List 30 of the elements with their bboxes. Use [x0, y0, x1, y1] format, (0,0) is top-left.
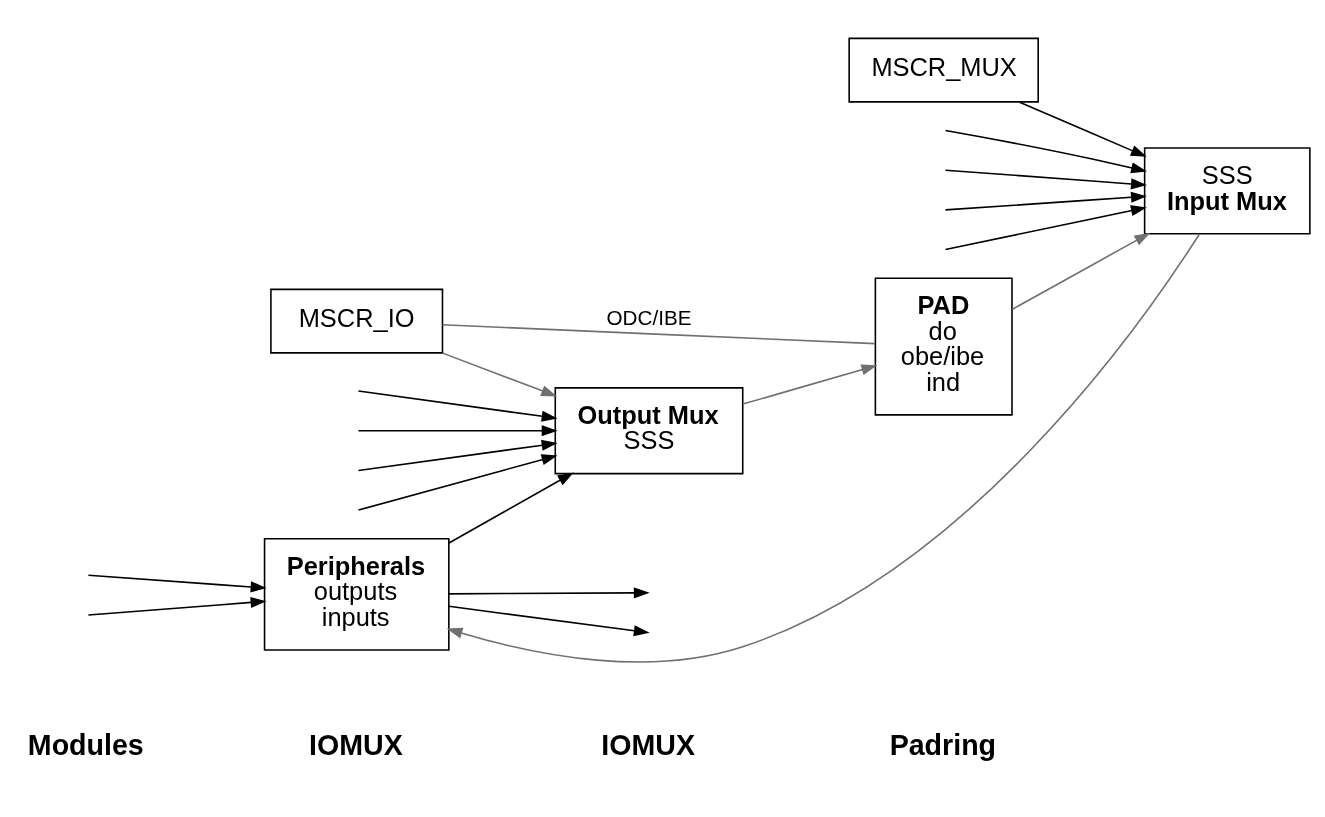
node-box: Output Mux SSS: [554, 387, 744, 475]
arrow: [944, 169, 1147, 190]
label: IOMUX: [309, 729, 403, 762]
arrow: [944, 191, 1147, 211]
node-box: MSCR_IO: [270, 288, 444, 354]
arrow: [357, 425, 558, 437]
node-box: Peripherals outputs inputs: [263, 537, 450, 651]
edge-label: ODC/IBE: [606, 305, 692, 329]
arrow: [446, 233, 1201, 663]
arrow: [87, 596, 267, 616]
arrow: [944, 205, 1147, 251]
arrow: [357, 439, 558, 472]
arrow: [448, 472, 574, 544]
arrow: [448, 605, 650, 637]
arrow: [742, 364, 878, 405]
arrow: [1011, 232, 1151, 311]
label: IOMUX: [601, 729, 696, 762]
node-box: SSS Input Mux: [1143, 147, 1311, 235]
node-box: PAD do obe/ibe ind: [874, 277, 1013, 416]
connector: [441, 324, 876, 345]
arrow: [441, 352, 558, 397]
arrow: [357, 390, 558, 422]
node-box: MSCR_MUX: [848, 37, 1039, 103]
arrow: [448, 587, 650, 599]
arrow: [1018, 101, 1147, 157]
arrow: [87, 574, 267, 593]
label: Modules: [27, 729, 144, 762]
arrow: [357, 454, 558, 511]
label: Padring: [889, 729, 997, 762]
arrow: [944, 129, 1147, 174]
